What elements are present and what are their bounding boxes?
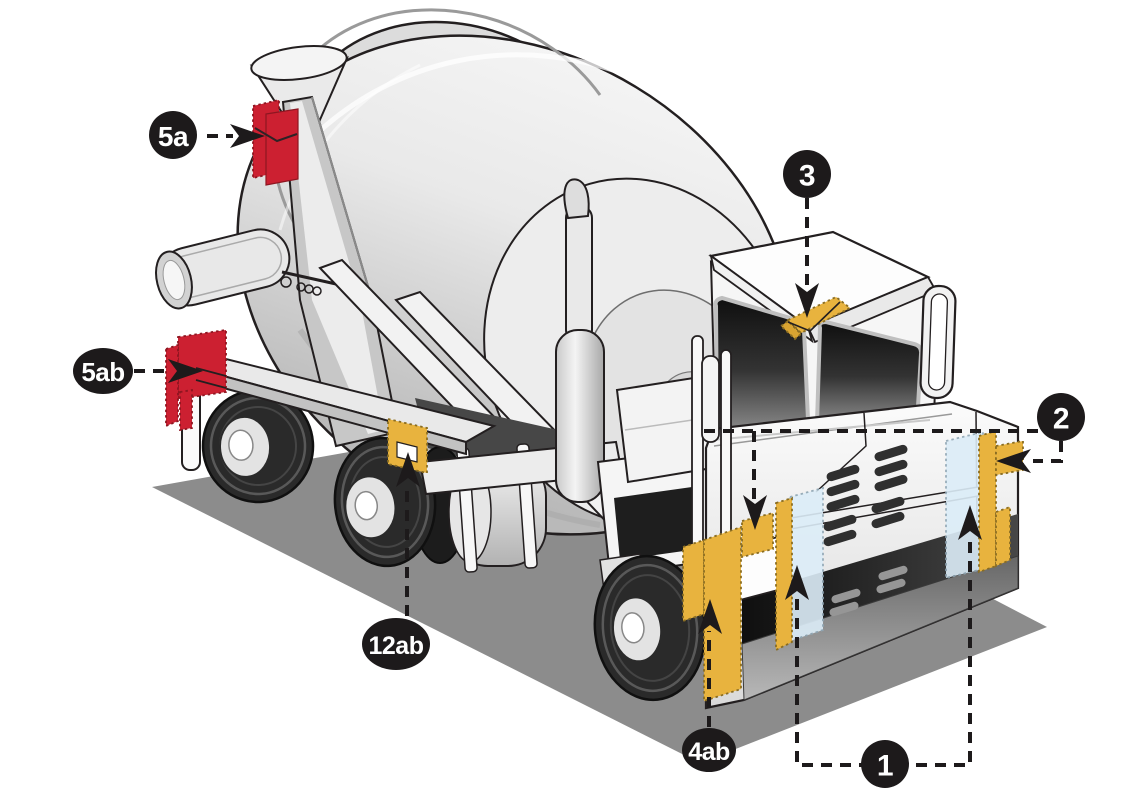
badge-5a-label: 5a xyxy=(158,121,189,152)
front-right-corner-marker xyxy=(978,429,997,574)
grille-louvers xyxy=(823,444,908,547)
badge-1: 1 xyxy=(861,740,909,788)
cab-grab-rails xyxy=(691,335,732,549)
front-edge-strip-marker xyxy=(775,496,793,652)
bumper-skirt xyxy=(741,555,1019,701)
red-markers xyxy=(165,98,299,432)
badge-5ab-label: 5ab xyxy=(81,357,124,387)
badge-12ab-label: 12ab xyxy=(369,632,424,660)
bumper-louvers xyxy=(829,565,908,617)
cab-roof-marker xyxy=(786,295,852,335)
badge-2: 2 xyxy=(1037,393,1085,441)
badge-5ab: 5ab xyxy=(73,348,133,394)
rear-platform-corner-marker xyxy=(165,328,227,432)
front-panel-left xyxy=(789,486,824,643)
front-corner-marker xyxy=(703,525,742,703)
front-wheel xyxy=(593,554,707,702)
badge-4ab-label: 4ab xyxy=(688,738,730,766)
rear-chute-marker xyxy=(252,98,299,186)
badge-3: 3 xyxy=(783,150,831,198)
badge-2-label: 2 xyxy=(1053,403,1069,436)
badge-3-label: 3 xyxy=(799,160,815,193)
badge-12ab: 12ab xyxy=(362,618,430,670)
badge-1-label: 1 xyxy=(877,750,893,783)
side-mirror xyxy=(701,355,720,443)
mirror-frame xyxy=(919,284,957,400)
front-panel-right xyxy=(945,430,984,580)
exhaust-stack xyxy=(555,178,605,503)
loading-funnel-icon xyxy=(249,45,349,127)
callout-badges: 5a 5ab 12ab 4ab 1 2 3 xyxy=(73,111,1085,788)
rear-wheel-outer xyxy=(201,388,315,504)
front-corner-marker-wing xyxy=(682,538,705,623)
badge-5a: 5a xyxy=(149,111,197,159)
cab xyxy=(708,230,957,447)
badge-4ab: 4ab xyxy=(682,728,736,772)
callout-line-2-elbow xyxy=(1033,441,1063,463)
platform-step-marker xyxy=(387,417,428,475)
discharge-chute xyxy=(155,228,337,310)
cab-side-marker xyxy=(741,511,774,559)
